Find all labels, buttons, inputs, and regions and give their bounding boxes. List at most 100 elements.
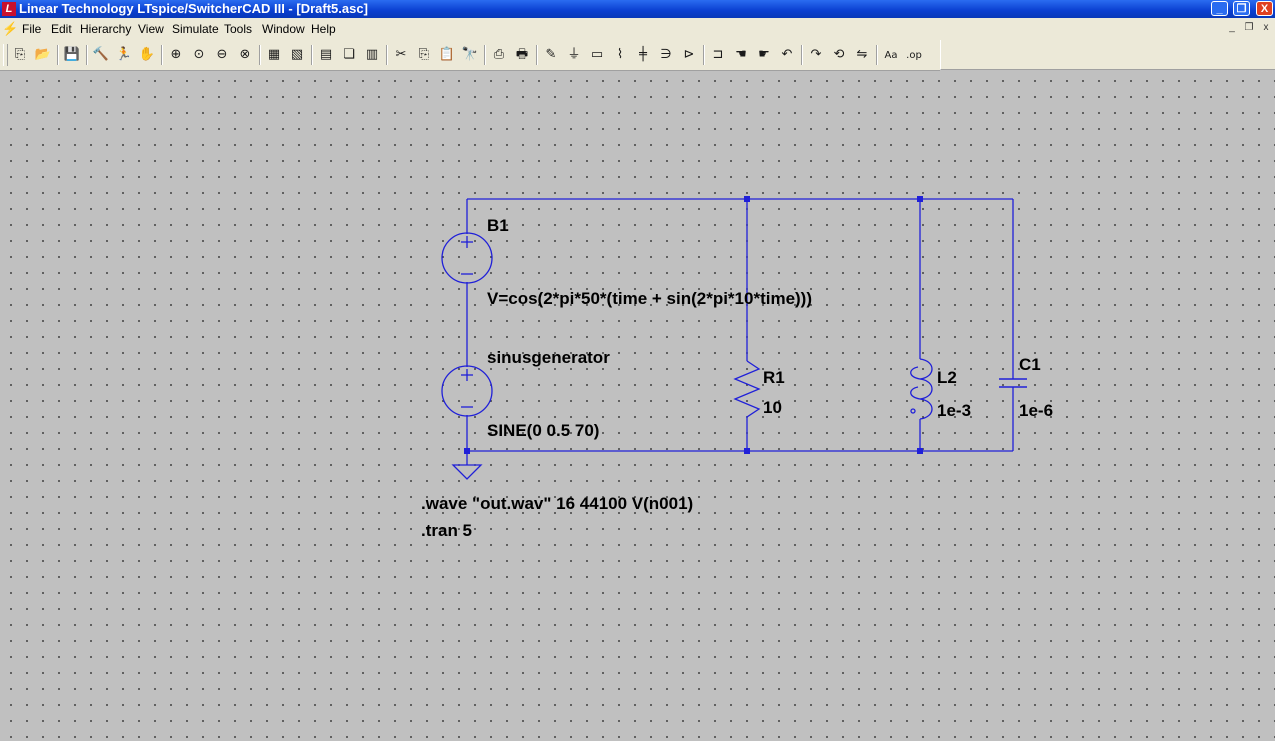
drag-icon: ☛ — [758, 47, 770, 62]
label-net-icon: ▭ — [590, 47, 604, 62]
autorange-button[interactable]: ▦ — [264, 45, 284, 65]
mdi-restore-button[interactable]: ❐ — [1244, 22, 1254, 33]
c1-capacitor-symbol[interactable] — [999, 378, 1027, 388]
open-icon: 📂 — [34, 47, 52, 62]
schematic-drawing — [441, 196, 1027, 480]
tile-vertical-button[interactable]: ▥ — [362, 45, 382, 65]
undo-icon: ↶ — [781, 47, 793, 62]
mdi-minimize-button[interactable]: _ — [1229, 22, 1235, 33]
zoom-cancel-icon: ⊗ — [239, 47, 251, 62]
ground-symbol[interactable] — [451, 464, 483, 480]
sine-source-symbol[interactable] — [441, 365, 493, 417]
b1-ref-label[interactable]: B1 — [487, 216, 509, 235]
find-icon: 🔭 — [461, 47, 479, 62]
schematic-canvas[interactable]: B1 V=cos(2*pi*50*(time + sin(2*pi*10*tim… — [0, 71, 1275, 741]
find-button[interactable]: 🔭 — [460, 45, 480, 65]
copy-button[interactable]: ⎘ — [414, 45, 434, 65]
cut-button[interactable]: ✂ — [391, 45, 411, 65]
junction-dot — [917, 196, 923, 202]
junction-dot — [464, 448, 470, 454]
menu-help[interactable]: Help — [311, 22, 336, 36]
zoom-out-button[interactable]: ⊖ — [212, 45, 232, 65]
menu-hierarchy[interactable]: Hierarchy — [80, 22, 132, 36]
mirror-button[interactable]: ⇋ — [852, 45, 872, 65]
window-title: Linear Technology LTspice/SwitcherCAD II… — [19, 1, 368, 16]
sine-ref-label[interactable]: sinusgenerator — [487, 348, 610, 367]
r1-value-label[interactable]: 10 — [763, 398, 782, 417]
control-panel-icon: 🔨 — [92, 47, 110, 62]
spice-directive-button[interactable]: .op — [904, 45, 924, 65]
component-button[interactable]: ⊐ — [708, 45, 728, 65]
diode-button[interactable]: ⊳ — [679, 45, 699, 65]
r1-ref-label[interactable]: R1 — [763, 368, 785, 387]
wave-directive[interactable]: .wave "out.wav" 16 44100 V(n001) — [421, 494, 694, 513]
zoom-out-icon: ⊖ — [216, 47, 228, 62]
close-button[interactable]: X — [1256, 1, 1273, 16]
sine-value-label[interactable]: SINE(0 0.5 70) — [487, 421, 600, 440]
toolbar-separator — [57, 45, 59, 65]
tran-directive[interactable]: .tran 5 — [421, 521, 473, 540]
menu-edit[interactable]: Edit — [51, 22, 72, 36]
capacitor-button[interactable]: ╪ — [633, 45, 653, 65]
zoom-cancel-button[interactable]: ⊗ — [235, 45, 255, 65]
toolbar-separator — [86, 45, 88, 65]
document-menu-icon[interactable]: ⚡ — [2, 21, 19, 36]
menu-window[interactable]: Window — [262, 22, 305, 36]
text-button[interactable]: Aa — [881, 45, 901, 65]
save-button[interactable]: 💾 — [62, 45, 82, 65]
toolbar-separator — [259, 45, 261, 65]
resistor-button[interactable]: ⌇ — [610, 45, 630, 65]
halt-button[interactable]: ✋ — [137, 45, 157, 65]
print-button[interactable]: 🖶 — [512, 45, 532, 65]
l2-ref-label[interactable]: L2 — [937, 368, 957, 387]
restore-button[interactable]: ❐ — [1233, 1, 1250, 16]
menu-simulate[interactable]: Simulate — [172, 22, 219, 36]
wire-icon: ✎ — [545, 47, 557, 62]
zoom-in-button[interactable]: ⊕ — [166, 45, 186, 65]
rotate-button[interactable]: ⟲ — [829, 45, 849, 65]
open-button[interactable]: 📂 — [33, 45, 53, 65]
c1-value-label[interactable]: 1e-6 — [1019, 401, 1054, 420]
cascade-button[interactable]: ❏ — [339, 45, 359, 65]
c1-ref-label[interactable]: C1 — [1019, 355, 1041, 374]
undo-button[interactable]: ↶ — [777, 45, 797, 65]
wire-button[interactable]: ✎ — [541, 45, 561, 65]
junction-dot — [744, 196, 750, 202]
r1-resistor-symbol[interactable] — [733, 360, 761, 421]
paste-button[interactable]: 📋 — [437, 45, 457, 65]
toolbar-separator — [161, 45, 163, 65]
l2-value-label[interactable]: 1e-3 — [937, 401, 972, 420]
control-panel-button[interactable]: 🔨 — [91, 45, 111, 65]
grid-button[interactable]: ▧ — [287, 45, 307, 65]
toolbar-separator — [703, 45, 705, 65]
pan-button[interactable]: ⊙ — [189, 45, 209, 65]
b1-value-label[interactable]: V=cos(2*pi*50*(time + sin(2*pi*10*time))… — [487, 289, 813, 308]
new-schematic-button[interactable]: ⎘ — [10, 45, 30, 65]
menu-view[interactable]: View — [138, 22, 164, 36]
menu-file[interactable]: File — [22, 22, 42, 36]
tile-horizontal-icon: ▤ — [319, 47, 333, 62]
label-net-button[interactable]: ▭ — [587, 45, 607, 65]
resistor-icon: ⌇ — [616, 47, 624, 62]
drag-button[interactable]: ☛ — [754, 45, 774, 65]
menu-tools[interactable]: Tools — [224, 22, 253, 36]
move-button[interactable]: ☚ — [731, 45, 751, 65]
minimize-button[interactable]: _ — [1211, 1, 1228, 16]
tile-horizontal-button[interactable]: ▤ — [316, 45, 336, 65]
toolbar-separator — [386, 45, 388, 65]
title-bar: L Linear Technology LTspice/SwitcherCAD … — [0, 0, 1275, 18]
toolbar-grip[interactable] — [3, 44, 8, 66]
component-icon: ⊐ — [712, 47, 724, 62]
ground-button[interactable]: ⏚ — [564, 45, 584, 65]
run-button[interactable]: 🏃 — [114, 45, 134, 65]
autorange-icon: ▦ — [267, 47, 281, 62]
run-icon: 🏃 — [115, 47, 133, 62]
redo-button[interactable]: ↷ — [806, 45, 826, 65]
rotate-icon: ⟲ — [833, 47, 845, 62]
toolbar-separator — [484, 45, 486, 65]
b1-source-symbol[interactable] — [441, 232, 493, 284]
mdi-close-button[interactable]: x — [1263, 22, 1269, 33]
l2-inductor-symbol[interactable] — [910, 358, 933, 420]
print-setup-button[interactable]: ⎙ — [489, 45, 509, 65]
inductor-button[interactable]: ∋ — [656, 45, 676, 65]
